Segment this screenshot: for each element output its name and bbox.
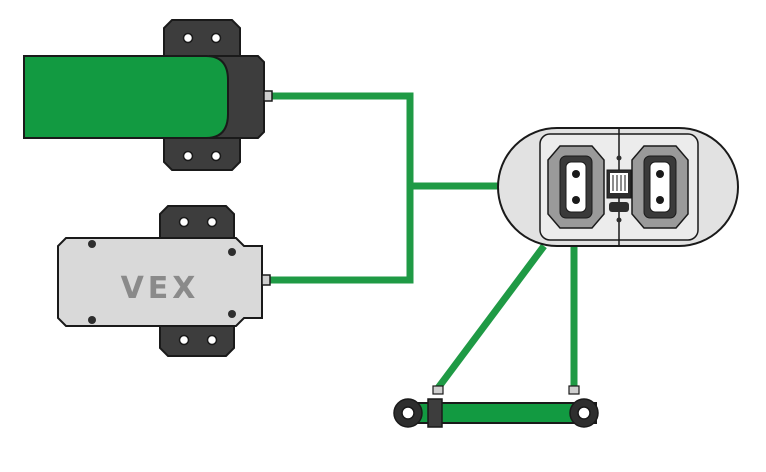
bottom-device-upper-tab [159,205,235,241]
screw-hole-icon [182,32,194,44]
vex-logo-text: VEX [121,271,200,306]
cable-top-device [270,92,500,190]
port-pin-icon [656,170,664,178]
screw-hole-icon [210,150,222,162]
screw-icon [228,248,236,256]
screw-icon [88,240,96,248]
screw-hole-icon [178,216,190,228]
top-device [23,19,273,171]
indicator-icon [616,217,622,223]
vex-logo-mirrored: VEX [495,426,529,444]
screw-hole-icon [206,334,218,346]
link-port-left [432,385,444,395]
hub-port-right [631,145,689,229]
vex-logo-gray: VEX [121,271,200,306]
port-pin-icon [572,196,580,204]
screw-hole-icon [206,216,218,228]
pivot-hole-icon [401,406,415,420]
top-device-green-body [23,55,229,139]
port-pin-icon [572,170,580,178]
bottom-device-body [57,237,263,327]
screw-icon [228,310,236,318]
bottom-device-lower-tab [159,321,235,357]
hub-center-connector [606,155,632,223]
green-link: VEX [393,385,599,444]
bottom-device: VEX [57,205,271,357]
brain-hub [497,127,739,247]
top-device-lower-tab [163,133,241,171]
screw-hole-icon [178,334,190,346]
link-left-clip [427,398,443,428]
hub-port-left [547,145,605,229]
cable-left-diagonal [435,243,547,391]
screw-icon [88,316,96,324]
link-port-right [568,385,580,395]
cables [268,92,578,391]
top-device-port [263,90,273,102]
port-pin-icon [656,196,664,204]
indicator-icon [616,155,622,161]
screw-hole-icon [210,32,222,44]
bottom-device-port [261,274,271,286]
cable-bottom-device [268,186,414,284]
screw-hole-icon [182,150,194,162]
pivot-hole-icon [577,406,591,420]
